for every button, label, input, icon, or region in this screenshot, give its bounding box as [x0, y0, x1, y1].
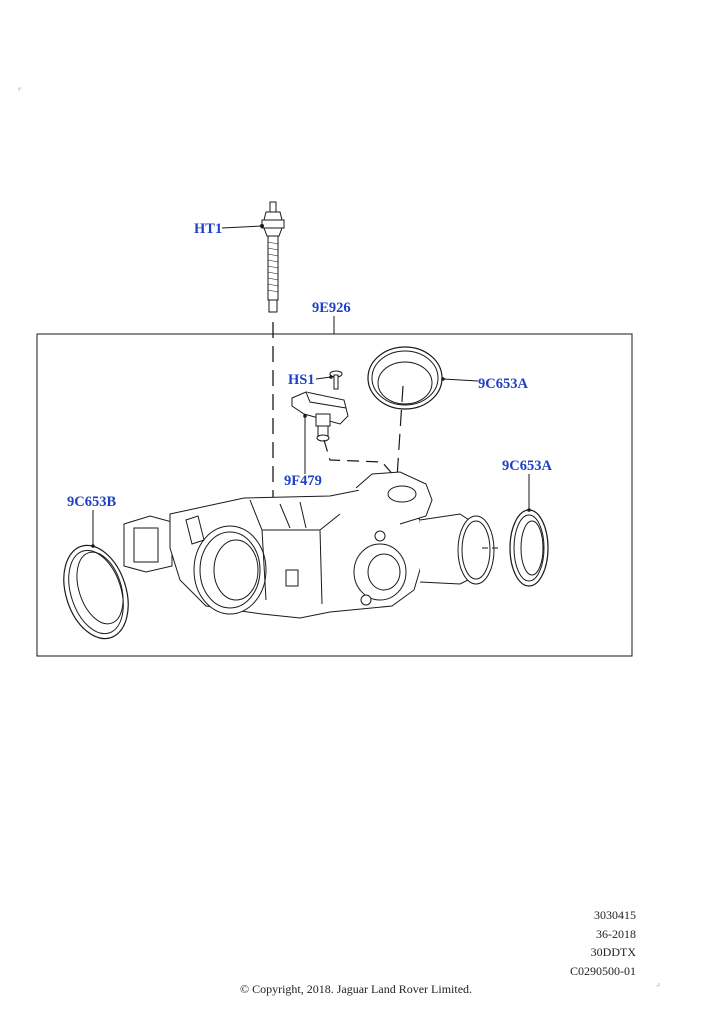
reference-block: 3030415 36-2018 30DDTX C0290500-01	[570, 906, 636, 980]
leader-dot-9c653a-top	[441, 377, 445, 381]
crop-mark-bottom-right	[656, 983, 660, 987]
leader-dot-9f479	[303, 414, 307, 418]
seal-ring-9c653b	[63, 544, 129, 640]
callout-9c653b[interactable]: 9C653B	[67, 494, 116, 510]
reference-line-1: 3030415	[594, 908, 636, 922]
leader-dot-ht1	[260, 224, 264, 228]
crop-mark-top-left	[18, 87, 22, 91]
callout-9c653a-top[interactable]: 9C653A	[478, 376, 528, 392]
callout-9c653a-right[interactable]: 9C653A	[502, 458, 552, 474]
copyright-text: © Copyright, 2018. Jaguar Land Rover Lim…	[239, 982, 473, 996]
housing-assembly	[123, 471, 500, 619]
stud-bolt-ht1	[261, 201, 285, 313]
screw-hs1	[329, 370, 343, 390]
copyright-notice: © Copyright, 2018. Jaguar Land Rover Lim…	[0, 982, 724, 997]
fixing-line-top-seal	[396, 385, 404, 479]
leader-dot-9c653b	[91, 544, 95, 548]
reference-line-3: 30DDTX	[590, 945, 636, 959]
seal-ring-9c653a-top	[367, 346, 443, 410]
reference-line-4: C0290500-01	[570, 963, 636, 978]
callout-9f479[interactable]: 9F479	[284, 473, 322, 489]
callout-hs1[interactable]: HS1	[288, 372, 315, 388]
callout-ht1[interactable]: HT1	[194, 221, 222, 237]
leader-9c653a-top	[442, 378, 479, 382]
sensor-9f479	[291, 391, 349, 442]
seal-ring-9c653a-right	[509, 509, 549, 587]
fixing-line-sensor	[323, 439, 397, 479]
leader-dot-hs1	[329, 375, 333, 379]
callout-9e926[interactable]: 9E926	[312, 300, 351, 316]
leader-dot-9c653a-right	[527, 508, 531, 512]
reference-line-2: 36-2018	[596, 926, 636, 941]
leader-ht1	[221, 225, 263, 229]
leader-hs1	[315, 376, 332, 380]
